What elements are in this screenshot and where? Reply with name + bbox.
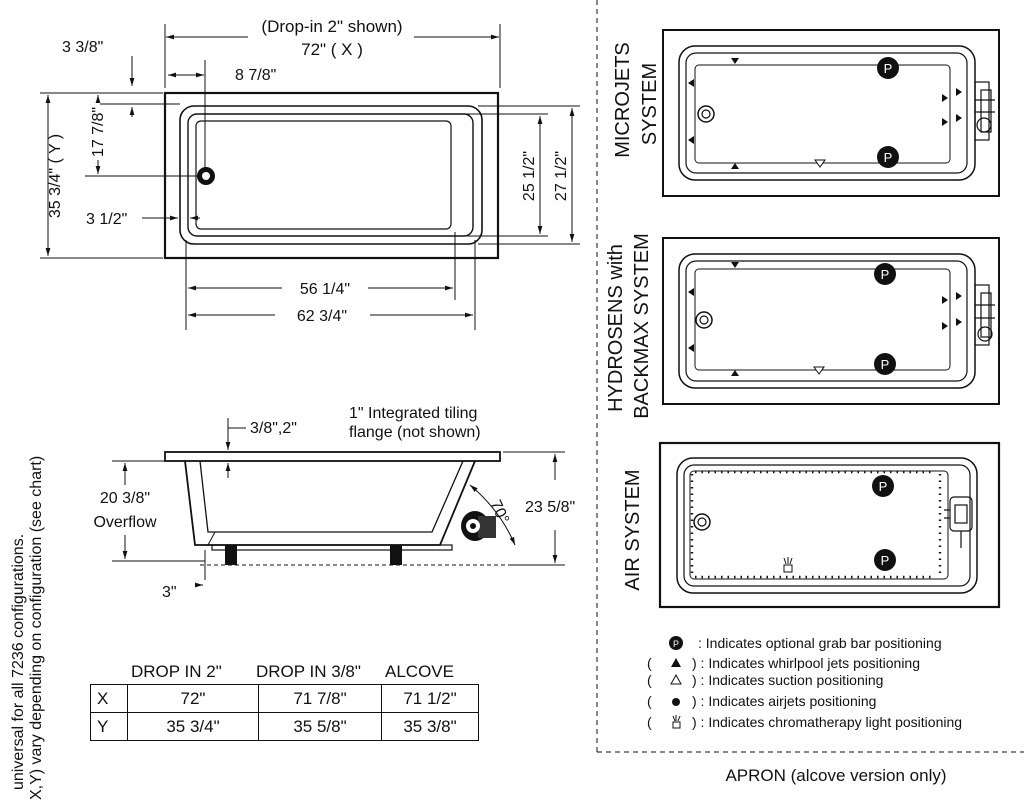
table-cell: 71 1/2" — [381, 684, 479, 713]
legend: P : Indicates optional grab bar position… — [647, 635, 962, 730]
legend-chromatherapy: ) : Indicates chromatherapy light positi… — [692, 714, 962, 730]
svg-text:(: ( — [647, 655, 652, 671]
base-platform — [211, 544, 453, 551]
dim-3-1-2: 3 1/2" — [86, 211, 127, 228]
pump-assembly-icon — [974, 81, 995, 141]
row-label: X — [90, 684, 128, 713]
svg-text:(: ( — [647, 693, 652, 709]
pump-assembly-icon — [974, 284, 995, 346]
legend-suction: ) : Indicates suction positioning — [692, 672, 883, 688]
drain-icon — [693, 513, 711, 531]
system-label-hydrosens-2: BACKMAX SYSTEM — [631, 233, 653, 419]
dim-overflow-value: 20 3/8" — [100, 490, 150, 507]
flange-note-line2: flange (not shown) — [349, 424, 481, 441]
chromatherapy-light-icon — [672, 715, 681, 729]
svg-text:(: ( — [647, 714, 652, 730]
air-blower-icon — [944, 496, 973, 548]
configuration-table: X 72" 71 7/8" 71 1/2" Y 35 3/4" 35 5/8" … — [90, 684, 479, 741]
drain-icon — [697, 105, 715, 123]
flange-note-line1: 1" Integrated tiling — [349, 405, 477, 422]
system-label-air: AIR SYSTEM — [622, 469, 644, 590]
tub-floor — [195, 120, 452, 230]
dim-total-height: 23 5/8" — [525, 499, 575, 516]
microjets-system-diagram: P P — [662, 29, 1000, 197]
apron-note: APRON (alcove version only) — [725, 766, 946, 785]
legend-whirlpool: ) : Indicates whirlpool jets positioning — [692, 655, 920, 671]
air-system-diagram: P P — [658, 441, 1001, 609]
pump-motor-icon — [461, 511, 496, 541]
dim-drop-in-note: (Drop-in 2" shown) — [261, 17, 402, 36]
suction-icon — [814, 159, 826, 168]
legend-grab-bar: : Indicates optional grab bar positionin… — [698, 635, 942, 651]
dim-overflow-label: Overflow — [93, 514, 157, 531]
tub-basin-inner — [187, 113, 474, 237]
grab-bar-icon — [877, 146, 899, 168]
dim-56-1-4: 56 1/4" — [300, 281, 350, 298]
svg-text:P: P — [884, 150, 893, 165]
dim-8-7-8: 8 7/8" — [235, 67, 276, 84]
suction-icon — [670, 673, 682, 685]
whirlpool-jet-icons — [688, 262, 962, 376]
system-label-microjets-2: SYSTEM — [639, 63, 661, 145]
grab-bar-icon — [872, 475, 894, 497]
svg-text:P: P — [881, 267, 890, 282]
table-header-alcove: ALCOVE — [385, 662, 454, 681]
table-cell: 72" — [127, 684, 259, 713]
side-view: 1" Integrated tiling flange (not shown) … — [93, 405, 575, 601]
tub-rim — [164, 451, 501, 462]
side-note-line2: X,Y) vary depending on configuration (se… — [28, 455, 45, 800]
dim-17-7-8: 17 7/8" — [90, 107, 107, 157]
drain-icon — [695, 311, 713, 329]
chromatherapy-light-icon — [783, 557, 793, 573]
tub-body-inner — [199, 460, 464, 533]
legend-airjets: ) : Indicates airjets positioning — [692, 693, 876, 709]
table-cell: 35 5/8" — [258, 712, 382, 741]
svg-text:(: ( — [647, 672, 652, 688]
row-label: Y — [90, 712, 128, 741]
svg-text:P: P — [884, 61, 893, 76]
support-foot-right — [390, 545, 402, 565]
dim-overall-depth: 35 3/4" ( Y ) — [47, 134, 64, 218]
drain-inner — [202, 172, 210, 180]
grab-bar-icon — [669, 636, 683, 650]
support-foot-left — [225, 545, 237, 565]
table-row: Y 35 3/4" 35 5/8" 35 3/8" — [90, 712, 479, 741]
grab-bar-icon — [874, 353, 896, 375]
table-header-drop-in-3-8: DROP IN 3/8" — [256, 662, 361, 681]
table-cell: 35 3/4" — [127, 712, 259, 741]
table-cell: 35 3/8" — [381, 712, 479, 741]
dim-25-1-2: 25 1/2" — [521, 151, 538, 201]
svg-text:P: P — [879, 479, 888, 494]
airjet-icon — [672, 698, 680, 706]
system-label-hydrosens: HYDROSENS with — [605, 244, 627, 412]
system-label-microjets: MICROJETS — [612, 42, 634, 158]
dim-27-1-2: 27 1/2" — [553, 151, 570, 201]
dim-rim-thickness: 3/8",2" — [250, 420, 297, 437]
grab-bar-icon — [877, 57, 899, 79]
svg-text:P: P — [881, 553, 890, 568]
whirlpool-jet-icon — [671, 658, 681, 667]
hydrosens-system-diagram: P P — [662, 237, 1000, 405]
svg-text:P: P — [881, 357, 890, 372]
table-row: X 72" 71 7/8" 71 1/2" — [90, 684, 479, 713]
dim-3-3-8: 3 3/8" — [62, 39, 103, 56]
dim-overall-width: 72" ( X ) — [301, 40, 363, 59]
svg-text:P: P — [673, 639, 679, 649]
side-note-line1: universal for all 7236 configurations. — [10, 533, 27, 790]
table-header-drop-in-2: DROP IN 2" — [131, 662, 222, 681]
dim-3-inch: 3" — [162, 584, 177, 601]
dim-62-3-4: 62 3/4" — [297, 308, 347, 325]
table-cell: 71 7/8" — [258, 684, 382, 713]
tub-basin-outer — [179, 105, 483, 245]
grab-bar-icon — [874, 549, 896, 571]
top-view: (Drop-in 2" shown) 72" ( X ) 3 3/8" 8 7/… — [40, 17, 580, 330]
grab-bar-icon — [874, 263, 896, 285]
whirlpool-jet-icons — [688, 58, 962, 169]
suction-icon — [813, 366, 825, 375]
